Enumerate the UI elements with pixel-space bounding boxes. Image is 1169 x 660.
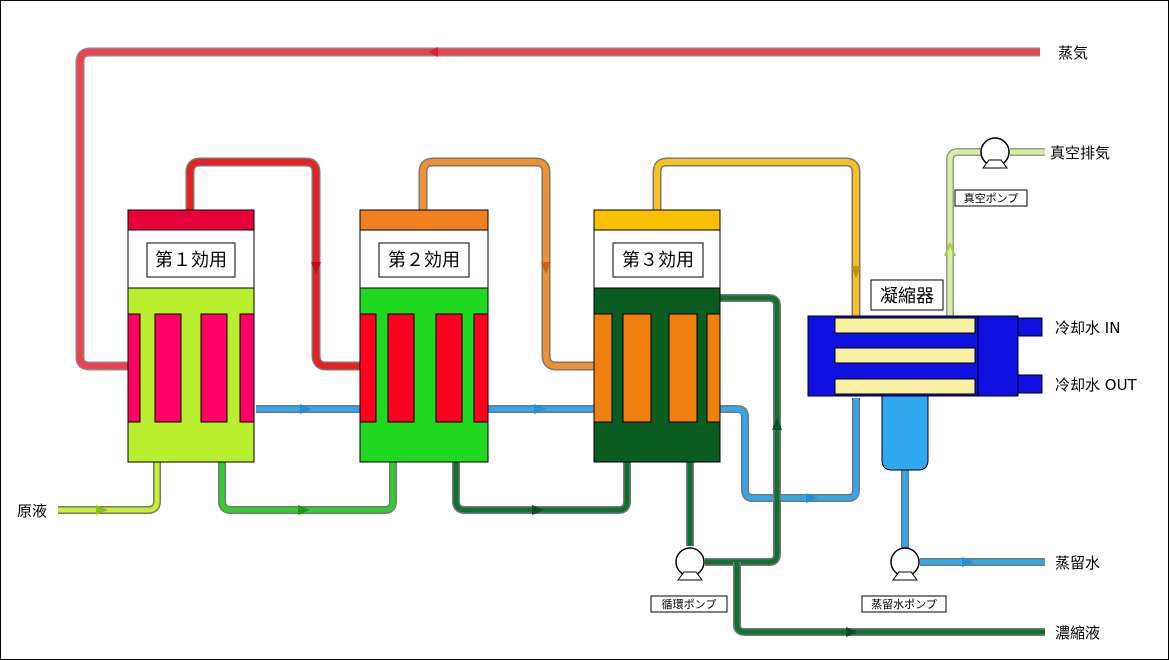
vacuum-line: [944, 148, 1045, 318]
cooling-in-label: 冷却水 IN: [1055, 319, 1120, 337]
vapor-line-1: [185, 157, 362, 371]
feed-label: 原液: [17, 502, 47, 520]
vacuum-pump: 真空ポンプ: [954, 137, 1028, 207]
vapor-line-2: [418, 157, 594, 371]
effect-3: 第３効用: [593, 209, 721, 463]
effect-1: 第１効用: [127, 209, 255, 463]
steam-arrow: [428, 47, 438, 57]
steam-label: 蒸気: [1058, 44, 1088, 62]
vacuum-pump-label: 真空ポンプ: [964, 191, 1019, 205]
effect-3-label: 第３効用: [622, 250, 694, 271]
vacuum-exhaust-label: 真空排気: [1050, 144, 1110, 162]
distillate-pump-label: 蒸留水ポンプ: [871, 598, 937, 611]
circulation-pump: 循環ポンプ: [650, 547, 728, 613]
cooling-out-label: 冷却水 OUT: [1055, 376, 1138, 394]
effect-2-label: 第２効用: [388, 250, 460, 271]
liquid-lines: [58, 294, 1045, 637]
circulation-pump-label: 循環ポンプ: [662, 598, 717, 611]
vapor-line-3: [652, 157, 861, 318]
effect-2: 第２効用: [359, 209, 489, 463]
effect-1-label: 第１効用: [155, 250, 227, 271]
distillate-lines: [256, 398, 1045, 567]
condenser: 凝縮器: [807, 279, 1019, 471]
effect-1-body: [127, 287, 255, 463]
cooling-connections: [1017, 317, 1043, 394]
condenser-label: 凝縮器: [880, 286, 934, 307]
distilled-water-label: 蒸留水: [1055, 554, 1100, 572]
effect-1-top: [127, 209, 255, 231]
steam-line: [75, 47, 1040, 371]
distillate-pump: 蒸留水ポンプ: [861, 547, 947, 613]
concentrate-label: 濃縮液: [1055, 624, 1100, 642]
